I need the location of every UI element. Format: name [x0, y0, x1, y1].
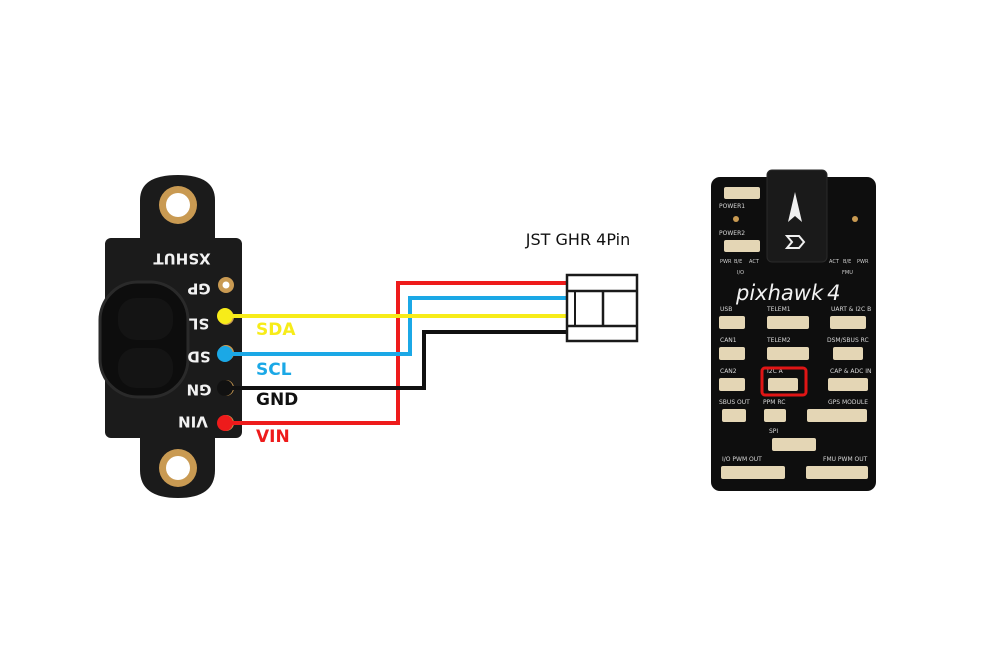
wire-label-gnd: GND: [256, 390, 298, 410]
wire-label-vin: VIN: [256, 427, 290, 447]
tof-sensor-board: XSHUT GP SL SD GN VIN: [98, 175, 242, 498]
port-sbus-out: [722, 409, 746, 422]
pin-label-xshut: XSHUT: [153, 250, 211, 268]
wire-scl: [226, 296, 568, 356]
pin-label-gp: GP: [187, 280, 210, 298]
port-uart-i2c-b: [830, 316, 866, 329]
pin-dot-gnd: [217, 380, 233, 396]
port-label-spi: SPI: [769, 428, 778, 435]
port-label-telem2: TELEM2: [766, 337, 791, 344]
sensor-lens-top: [118, 298, 173, 340]
wire-gnd: [226, 330, 568, 390]
port-label-can1: CAN1: [720, 337, 737, 344]
pin-dot-vin: [217, 415, 233, 431]
port-label-uart-i2c-b: UART & I2C B: [831, 306, 871, 313]
port-label-fmu-pwm-out: FMU PWM OUT: [823, 456, 868, 463]
pin-label-vin: VIN: [178, 413, 208, 431]
pin-label-sd: SD: [187, 348, 210, 366]
sensor-top-hole: [159, 186, 197, 224]
pin-dot-sda: [217, 308, 233, 324]
port-spi: [772, 438, 816, 451]
power1-port: [724, 187, 760, 199]
led-left-group: I/O: [737, 270, 744, 276]
port-cap-adc-in: [828, 378, 868, 391]
power2-label: POWER2: [719, 230, 745, 237]
port-ppm-rc: [764, 409, 786, 422]
arrow-icon: [788, 192, 802, 222]
port-label-telem1: TELEM1: [766, 306, 791, 313]
port-label-usb: USB: [720, 306, 732, 313]
wires: [226, 281, 568, 425]
port-gps-module: [807, 409, 867, 422]
pin-label-sl: SL: [188, 315, 209, 333]
pin-label-gn: GN: [187, 381, 212, 399]
mount-hole-tl: [733, 216, 739, 222]
port-label-ppm-rc: PPM RC: [763, 399, 785, 406]
led-left-be: B/E: [734, 259, 742, 265]
led-right-act: ACT: [829, 259, 840, 265]
port-usb: [719, 316, 745, 329]
wire-label-sda: SDA: [256, 320, 296, 340]
port-label-cap-adc-in: CAP & ADC IN: [830, 368, 871, 375]
port-dsm-sbus-rc: [833, 347, 863, 360]
led-left-act: ACT: [749, 259, 760, 265]
port-label-dsm-sbus-rc: DSM/SBUS RC: [827, 337, 869, 344]
led-right-be: B/E: [843, 259, 851, 265]
port-telem2: [767, 347, 809, 360]
port-telem1: [767, 316, 809, 329]
power2-port: [724, 240, 760, 252]
wire-label-scl: SCL: [256, 360, 292, 380]
led-right-group: FMU: [842, 270, 853, 276]
port-can2: [719, 378, 745, 391]
mount-hole-tr: [852, 216, 858, 222]
pixhawk-controller: POWER1 POWER2 PWR B/E ACT I/O ACT B/E PW…: [711, 169, 876, 491]
port-label-gps-module: GPS MODULE: [828, 399, 868, 406]
jst-connector: [565, 273, 639, 343]
power1-label: POWER1: [719, 203, 745, 210]
port-io-pwm-out: [721, 466, 785, 479]
port-can1: [719, 347, 745, 360]
i2c-a-highlight: [760, 366, 808, 397]
sensor-bottom-hole: [159, 449, 197, 487]
brand-suffix: 4: [827, 281, 840, 305]
connector-label: JST GHR 4Pin: [525, 230, 630, 249]
port-fmu-pwm-out: [806, 466, 868, 479]
port-label-i2c-a: I2C A: [767, 368, 784, 375]
port-label-sbus-out: SBUS OUT: [719, 399, 750, 406]
led-left-pwr: PWR: [720, 259, 732, 265]
brand-word: pixhawk: [735, 281, 824, 305]
pin-dot-scl: [217, 346, 233, 362]
led-right-pwr: PWR: [857, 259, 869, 265]
sensor-lens-bottom: [118, 348, 173, 388]
port-label-io-pwm-out: I/O PWM OUT: [722, 456, 762, 463]
port-i2c-a: [768, 378, 798, 391]
port-label-can2: CAN2: [720, 368, 737, 375]
logo-mark-icon: [784, 235, 806, 249]
